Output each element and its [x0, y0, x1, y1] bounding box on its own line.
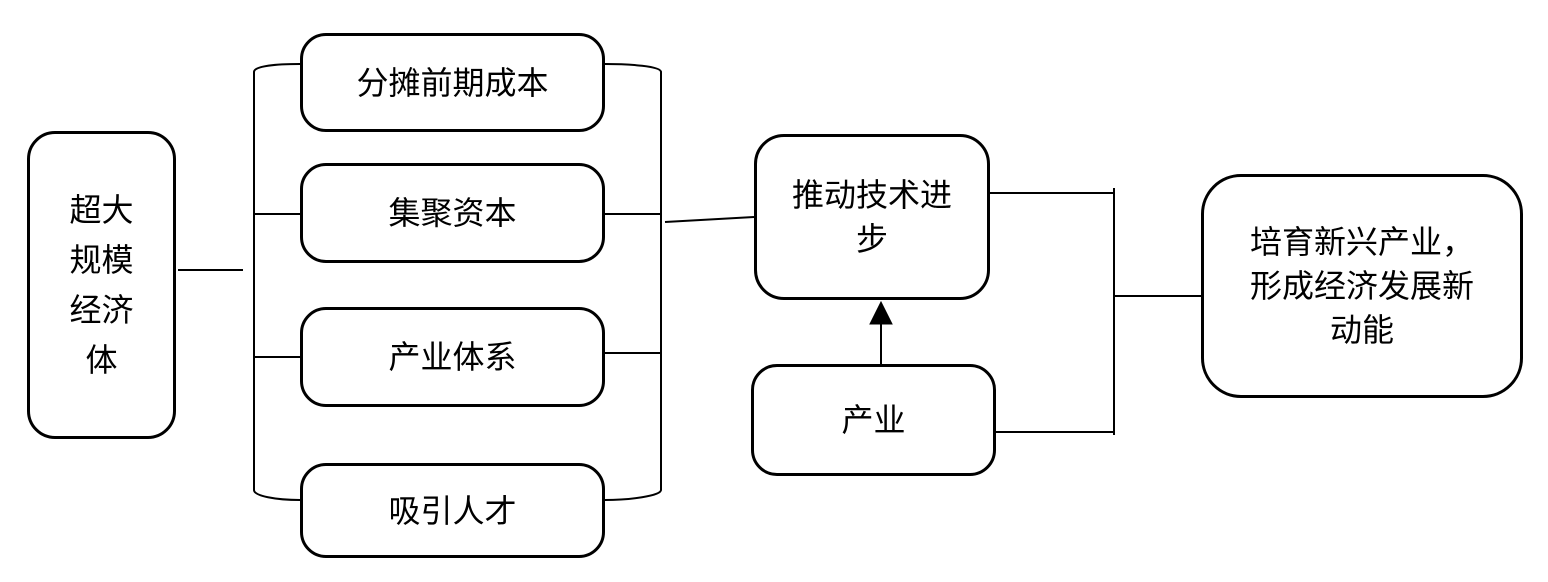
tech-progress-box: 推动技术进步 [754, 134, 990, 300]
channel-label-capital: 集聚资本 [388, 194, 517, 232]
channel-label-industry-system: 产业体系 [388, 338, 517, 376]
right-bracket [604, 63, 662, 501]
connector-bracket-to-tech [664, 216, 755, 223]
industry-label: 产业 [841, 401, 906, 439]
double-arrow-up-head [869, 300, 893, 325]
outcome-label: 培育新兴产业，形成经济发展新动能 [1250, 223, 1475, 349]
channel-label-cost-sharing: 分摊前期成本 [356, 63, 549, 102]
tech-progress-label: 推动技术进步 [791, 176, 952, 258]
left-bracket [253, 63, 301, 501]
source-box: 超大规模经济体 [27, 131, 176, 439]
channel-label-talent: 吸引人才 [388, 491, 517, 530]
channel-box-capital: 集聚资本 [300, 163, 605, 263]
source-label: 超大规模经济体 [69, 191, 134, 379]
channel-box-industry-system: 产业体系 [300, 307, 605, 407]
channel-box-cost-sharing: 分摊前期成本 [300, 33, 605, 132]
channel-box-talent: 吸引人才 [300, 463, 605, 558]
industry-box: 产业 [751, 364, 996, 476]
outcome-box: 培育新兴产业，形成经济发展新动能 [1201, 174, 1523, 398]
